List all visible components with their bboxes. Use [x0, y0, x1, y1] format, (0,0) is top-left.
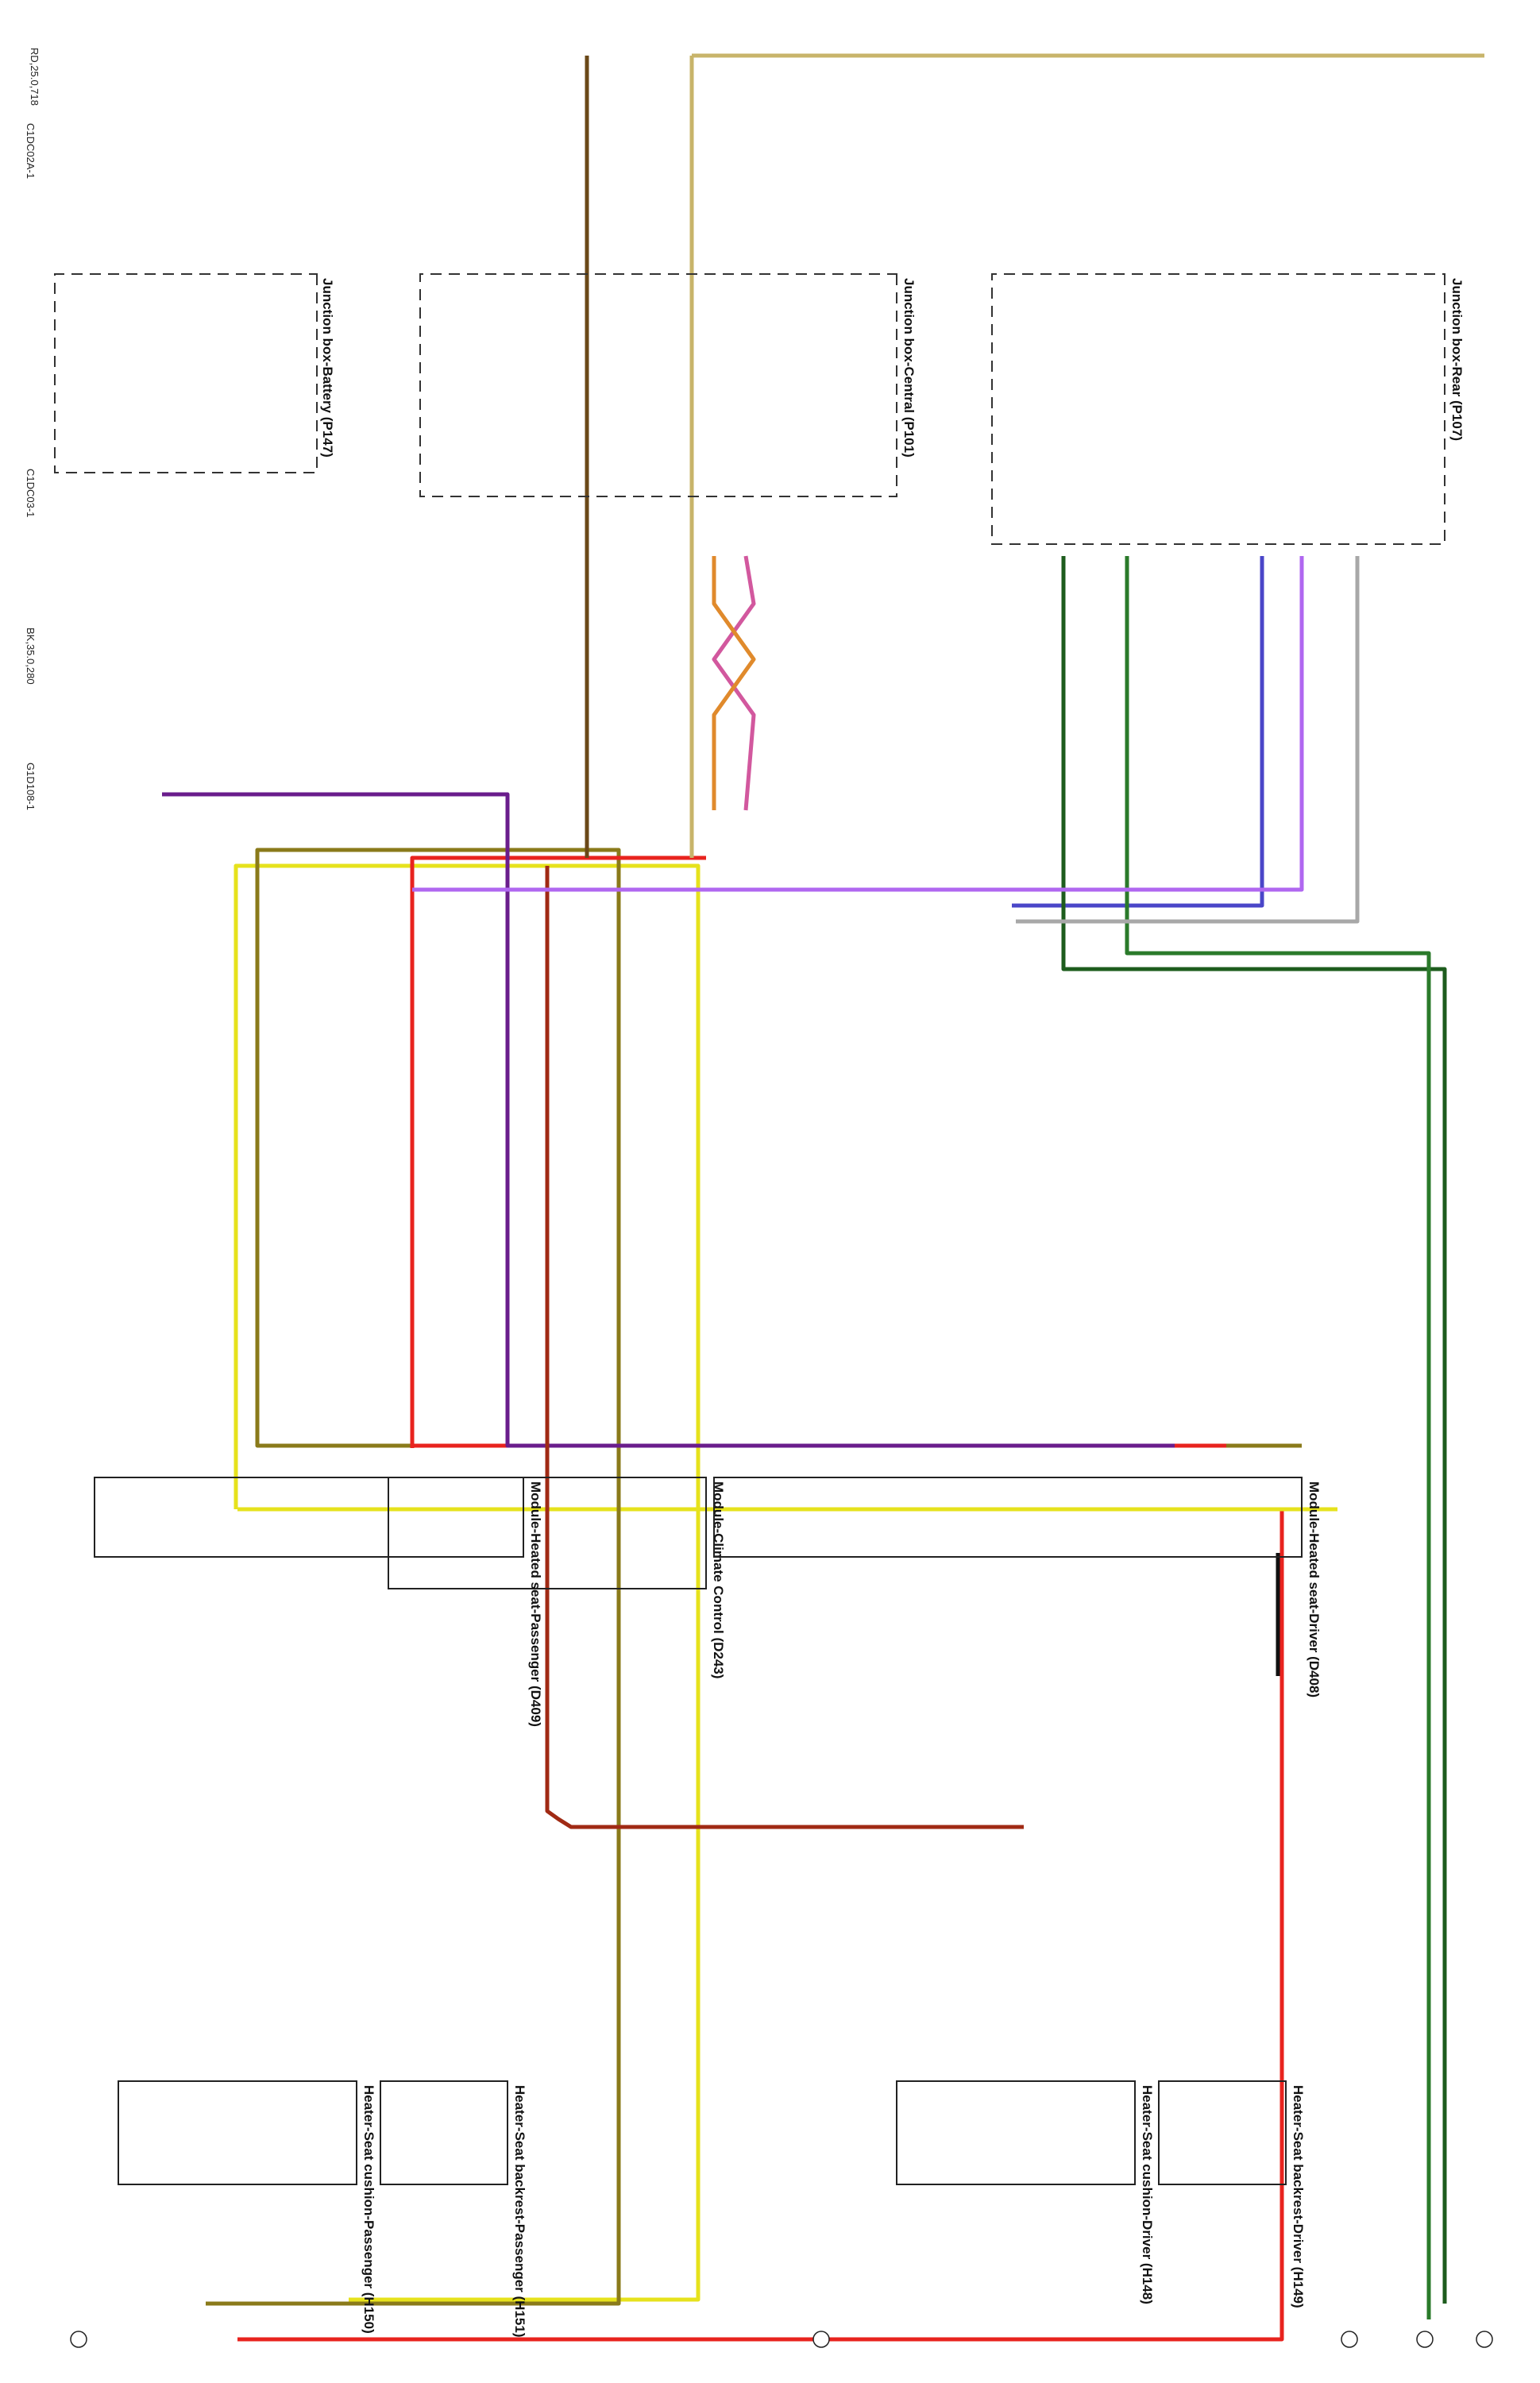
wire-violet-feed	[162, 792, 1175, 1448]
wire-whbu-blue	[1012, 556, 1264, 908]
wire-bkgn	[1061, 556, 1447, 2304]
ground-g4d149	[1476, 2331, 1493, 2348]
h150-box	[118, 2080, 357, 2185]
h151-box	[380, 2080, 508, 2185]
wire-bnrd-vbatt	[545, 866, 1024, 1829]
h151-title: Heater-Seat backrest-Passenger (H151)	[512, 2085, 527, 2338]
wire-label: C1DC02A-1	[25, 123, 37, 179]
passenger-seat-module-title: Module-Heated seat-Passenger (D409)	[528, 1481, 543, 1727]
climate-module-box	[388, 1477, 707, 1589]
wire-whrd	[410, 855, 1226, 1448]
h150-title: Heater-Seat cushion-Passenger (H150)	[361, 2085, 376, 2334]
wire-yellow-feed	[234, 863, 1337, 2302]
passenger-seat-module-box	[94, 1477, 524, 1558]
h148-box	[896, 2080, 1136, 2185]
wire-red-battery	[237, 1509, 1284, 2342]
driver-seat-module-title: Module-Heated seat-Driver (D408)	[1306, 1481, 1322, 1697]
wire-gy-grey	[1016, 556, 1360, 924]
jb-rear-title: Junction box-Rear (P107)	[1449, 278, 1465, 441]
wire-label: BK,35.0,280	[25, 628, 37, 685]
wire-can-orange	[712, 556, 756, 810]
jb-central-box	[419, 273, 897, 497]
ground-g3d140	[1416, 2331, 1434, 2348]
wire-label: C1DC03-1	[25, 469, 37, 517]
wire-bkgn-2	[1125, 556, 1431, 2319]
wire-vt-lightviolet	[412, 556, 1304, 892]
jb-central-title: Junction box-Central (P101)	[901, 278, 917, 458]
ground-g3d139	[70, 2331, 87, 2348]
ground-g3d133	[1341, 2331, 1358, 2348]
jb-rear-box	[991, 273, 1445, 545]
h148-title: Heater-Seat cushion-Driver (H148)	[1140, 2085, 1155, 2304]
wire-rear-left	[689, 53, 1484, 858]
jb-battery-title: Junction box-Battery (P147)	[320, 278, 335, 458]
h149-title: Heater-Seat backrest-Driver (H149)	[1291, 2085, 1306, 2308]
jb-battery-box	[54, 273, 318, 473]
climate-module-title: Module-Climate Control (D243)	[711, 1481, 726, 1678]
wire-label: RD,25.0,718	[29, 48, 41, 106]
ground-g3d134	[812, 2331, 830, 2348]
wire-label: G1D108-1	[25, 763, 37, 810]
driver-seat-module-box	[713, 1477, 1303, 1558]
h149-box	[1158, 2080, 1287, 2185]
wire-can-pink	[712, 555, 756, 811]
